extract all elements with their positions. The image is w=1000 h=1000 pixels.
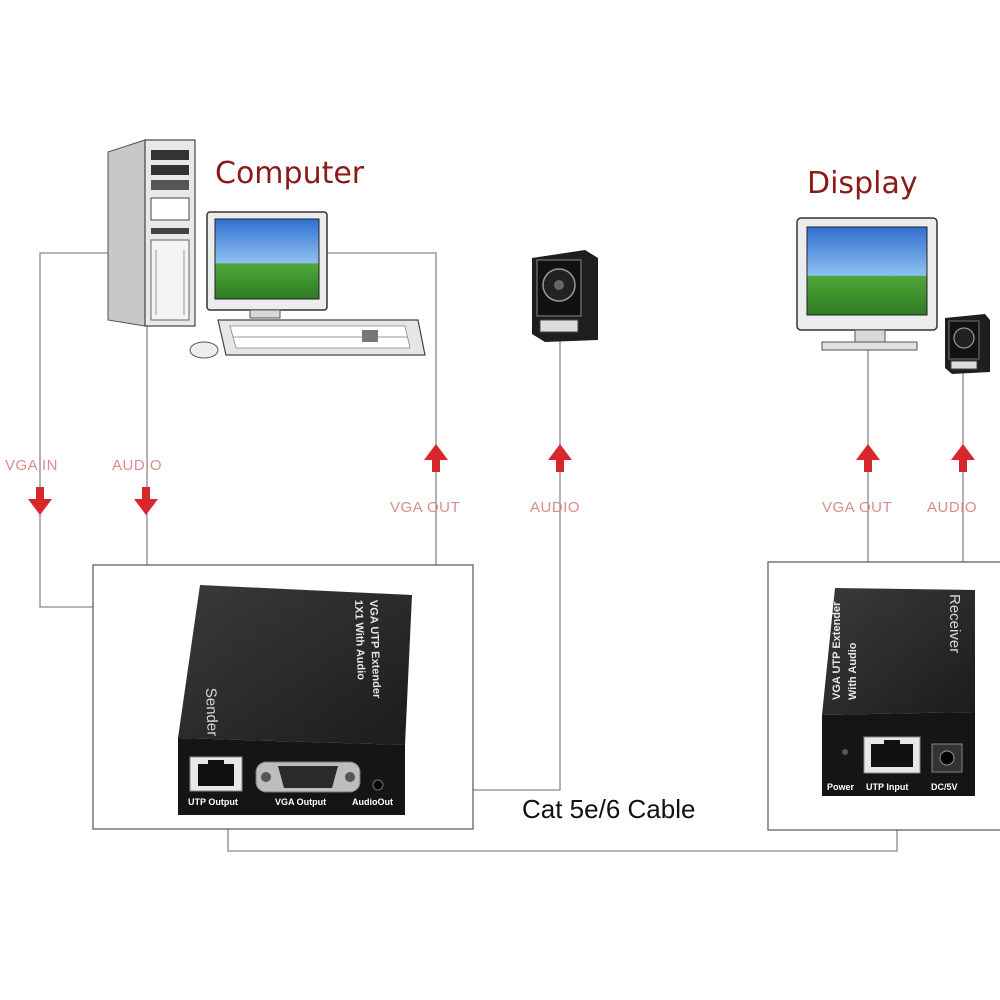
- receiver-dc-port-label: DC/5V: [931, 782, 958, 792]
- audio-out-sender-label: AUDIO: [530, 499, 580, 516]
- signal-arrows: [28, 444, 975, 515]
- computer-monitor-icon: [206, 211, 328, 319]
- arrow-up-icon: [951, 444, 975, 472]
- receiver-speaker-icon: [945, 314, 990, 374]
- receiver-model-line1: VGA UTP Extender: [831, 601, 843, 700]
- sender-model-line1: VGA UTP Extender: [367, 600, 382, 699]
- vga-in-wire: [39, 252, 108, 608]
- sender-model-line2: 1X1 With Audio: [352, 600, 367, 681]
- sender-vga-port-label: VGA Output: [275, 797, 326, 807]
- vga-out-sender-label: VGA OUT: [390, 499, 460, 516]
- sender-name: Sender: [202, 688, 221, 737]
- arrow-down-icon: [28, 487, 52, 515]
- speaker-icon: [532, 250, 598, 342]
- arrow-up-icon: [424, 444, 448, 472]
- sender-utp-port-label: UTP Output: [188, 797, 238, 807]
- arrow-down-icon: [134, 487, 158, 515]
- computer-tower-icon: [107, 139, 196, 327]
- receiver-power-label: Power: [827, 782, 855, 792]
- receiver-utp-port-label: UTP Input: [866, 782, 908, 792]
- keyboard-icon: [189, 319, 426, 359]
- computer-label: Computer: [215, 156, 365, 191]
- arrow-up-icon: [856, 444, 880, 472]
- vga-out-receiver-label: VGA OUT: [822, 499, 892, 516]
- audio-out-receiver-label: AUDIO: [927, 499, 977, 516]
- receiver-model-line2: With Audio: [847, 642, 859, 700]
- receiver-device: VGA UTP Extender With Audio Receiver Pow…: [822, 588, 975, 796]
- audio-in-label: AUDIO: [112, 457, 162, 474]
- arrow-up-icon: [548, 444, 572, 472]
- sender-audio-port-label: AudioOut: [352, 797, 393, 807]
- cable-label: Cat 5e/6 Cable: [522, 794, 695, 824]
- receiver-name: Receiver: [946, 594, 963, 653]
- display-label: Display: [807, 166, 918, 201]
- vga-in-label: VGA IN: [5, 457, 58, 474]
- sender-device: VGA UTP Extender 1X1 With Audio Sender U…: [178, 585, 412, 815]
- display-monitor-icon: [796, 217, 938, 351]
